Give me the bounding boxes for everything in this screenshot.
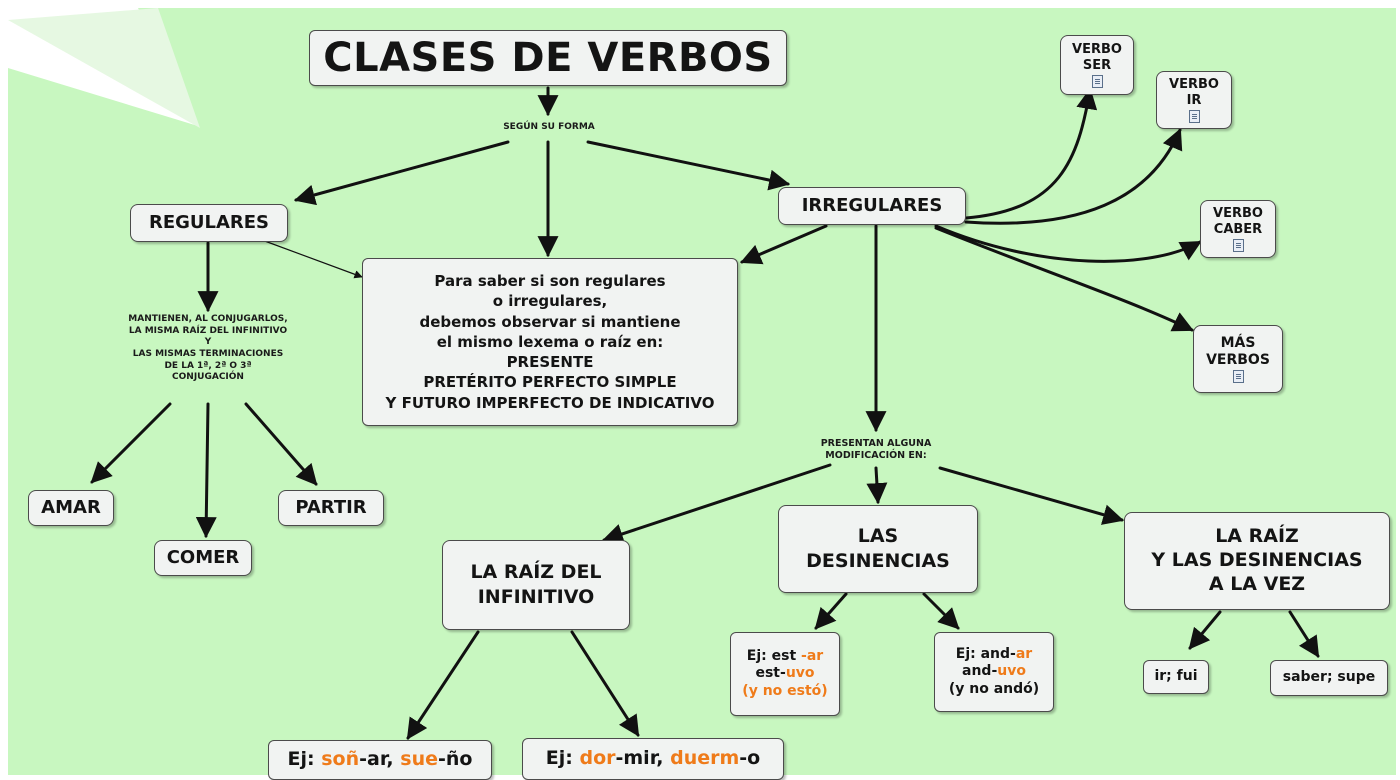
document-icon[interactable] (1188, 110, 1200, 124)
node-comer-label: COMER (166, 547, 240, 569)
link-irregulares-ir (964, 128, 1183, 225)
node-verbo-ir-label: VERBO IR (1169, 76, 1219, 108)
node-amar-label: AMAR (41, 497, 101, 519)
node-desinencias[interactable]: LAS DESINENCIAS (778, 505, 978, 593)
link-irregulares-caber (934, 224, 1202, 263)
node-comer[interactable]: COMER (154, 540, 252, 576)
link-mantienen-amar (90, 402, 172, 484)
example-andar-line2: and-uvo (962, 663, 1026, 680)
link-raiz-sonar (406, 630, 480, 740)
node-verbo-ser-label: VERBO SER (1072, 41, 1122, 73)
title-node[interactable]: CLASES DE VERBOS (309, 30, 787, 86)
node-ir-fui[interactable]: ir; fui (1143, 660, 1209, 694)
example-estar-line2: est-uvo (755, 665, 815, 682)
node-example-estar[interactable]: Ej: est -ar est-uvo (y no estó) (730, 632, 840, 716)
node-verbo-caber-label: VERBO CABER (1213, 205, 1263, 237)
label-mantienen: MANTIENEN, AL CONJUGARLOS, LA MISMA RAÍZ… (128, 314, 288, 383)
link-raiz-dormir (570, 630, 640, 737)
example-andar-line1: Ej: and-ar (955, 645, 1033, 662)
node-example-dormir[interactable]: Ej: dor-mir, duerm-o (522, 738, 784, 780)
example-estar-line3: (y no estó) (742, 682, 828, 699)
document-icon[interactable] (1232, 370, 1244, 384)
link-presentan-raiz (602, 463, 832, 545)
node-saber-supe-label: saber; supe (1282, 669, 1376, 686)
node-irregulares[interactable]: IRREGULARES (778, 187, 966, 225)
node-mas-verbos[interactable]: MÁS VERBOS (1193, 325, 1283, 393)
label-segun-su-forma: SEGÚN SU FORMA (503, 122, 595, 132)
node-example-andar[interactable]: Ej: and-ar and-uvo (y no andó) (934, 632, 1054, 712)
node-verbo-caber[interactable]: VERBO CABER (1200, 200, 1276, 258)
node-desinencias-label: LAS DESINENCIAS (806, 525, 950, 572)
link-irregulares-ser (964, 87, 1098, 220)
link-desinencias-estar (814, 592, 848, 630)
page-title: CLASES DE VERBOS (323, 35, 773, 81)
node-partir-label: PARTIR (295, 497, 367, 519)
node-raiz-desinencias-label: LA RAÍZ Y LAS DESINENCIAS A LA VEZ (1151, 525, 1363, 595)
link-mantienen-comer (195, 402, 217, 539)
node-explicacion-text: Para saber si son regulares o irregulare… (385, 272, 715, 412)
node-explicacion[interactable]: Para saber si son regulares o irregulare… (362, 258, 738, 426)
example-sonar-text: Ej: soñ-ar, sue-ño (287, 748, 473, 771)
node-mas-verbos-label: MÁS VERBOS (1206, 334, 1270, 368)
link-presentan-raizdes (938, 466, 1125, 525)
link-irregulares-mas (934, 226, 1194, 332)
node-irregulares-label: IRREGULARES (801, 195, 943, 217)
example-andar-line3: (y no andó) (948, 680, 1040, 697)
document-icon[interactable] (1091, 75, 1103, 89)
node-raiz-infinitivo[interactable]: LA RAÍZ DEL INFINITIVO (442, 540, 630, 630)
link-raizdes-saber (1288, 610, 1320, 658)
node-raiz-infinitivo-label: LA RAÍZ DEL INFINITIVO (470, 561, 602, 608)
node-ir-fui-label: ir; fui (1154, 668, 1198, 685)
example-dormir-text: Ej: dor-mir, duerm-o (545, 747, 761, 770)
link-regulares-explicacion (261, 239, 363, 279)
link-mantienen-partir (244, 402, 318, 486)
node-example-sonar[interactable]: Ej: soñ-ar, sue-ño (268, 740, 492, 780)
link-presentan-desinencias (866, 466, 888, 505)
link-raizdes-ir (1188, 610, 1222, 650)
link-to-regulares (293, 140, 510, 206)
link-to-irregulares (586, 140, 791, 191)
node-verbo-ir[interactable]: VERBO IR (1156, 71, 1232, 129)
example-estar-line1: Ej: est -ar (746, 647, 824, 664)
document-icon[interactable] (1232, 239, 1244, 253)
link-desinencias-andar (922, 592, 960, 630)
node-regulares-label: REGULARES (148, 212, 270, 234)
node-saber-supe[interactable]: saber; supe (1270, 660, 1388, 696)
node-amar[interactable]: AMAR (28, 490, 114, 526)
node-regulares[interactable]: REGULARES (130, 204, 288, 242)
node-raiz-desinencias[interactable]: LA RAÍZ Y LAS DESINENCIAS A LA VEZ (1124, 512, 1390, 610)
label-presentan: PRESENTAN ALGUNA MODIFICACIÓN EN: (820, 438, 932, 461)
node-verbo-ser[interactable]: VERBO SER (1060, 35, 1134, 95)
node-partir[interactable]: PARTIR (278, 490, 384, 526)
link-irregulares-explicacion (740, 224, 828, 265)
page-curl-decoration (8, 8, 200, 128)
